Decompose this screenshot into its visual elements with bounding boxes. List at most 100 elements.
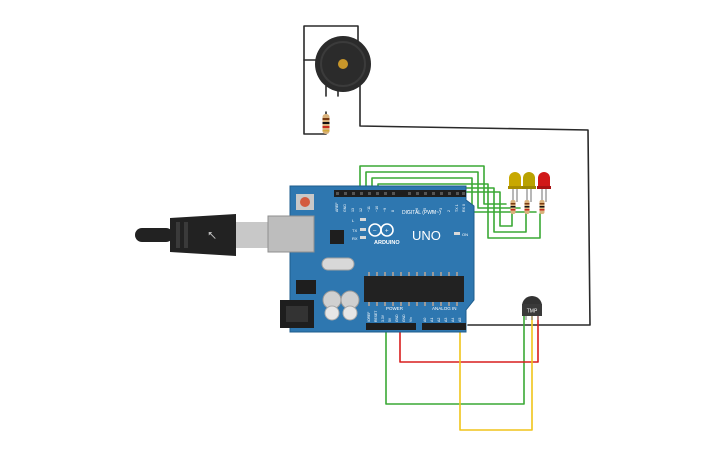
pin-label: A1 bbox=[430, 318, 434, 322]
wire-green-2[interactable] bbox=[365, 171, 521, 209]
led-bulb bbox=[538, 172, 550, 186]
wire-red-sensor[interactable] bbox=[399, 315, 539, 363]
digital-pin-holes bbox=[336, 192, 465, 195]
pin-label: 2 bbox=[447, 210, 451, 212]
pin-label: TX 1 bbox=[455, 204, 459, 212]
usb-chip bbox=[330, 230, 344, 244]
resistor-band bbox=[322, 122, 330, 124]
board-led bbox=[360, 228, 366, 231]
pin-label: ~10 bbox=[375, 206, 379, 212]
analog-header bbox=[422, 323, 466, 330]
led-rim bbox=[508, 186, 522, 189]
pin-label: 12 bbox=[359, 208, 363, 212]
regulator bbox=[296, 280, 316, 294]
wire-green-4[interactable] bbox=[377, 183, 541, 239]
board-brand: ARDUINO bbox=[374, 240, 400, 246]
pin-label: GND bbox=[395, 314, 399, 322]
pin-label: ~11 bbox=[367, 206, 371, 212]
pin-label: GND bbox=[343, 204, 347, 212]
pin-label: ~3 bbox=[439, 208, 443, 212]
pin-label: A4 bbox=[451, 318, 455, 322]
board-led bbox=[360, 218, 366, 221]
digital-header-label: DIGITAL (PWM~) bbox=[402, 210, 441, 216]
pin-label: ~9 bbox=[383, 208, 387, 212]
capacitor bbox=[342, 305, 358, 321]
wire-green-sensor[interactable] bbox=[385, 315, 525, 405]
pin-label: Vin bbox=[409, 317, 413, 322]
pin-label: AREF bbox=[335, 202, 339, 212]
pin-label: 4 bbox=[431, 210, 435, 212]
usb-socket bbox=[267, 215, 315, 253]
sensor-face bbox=[522, 304, 542, 316]
piezo-buzzer[interactable] bbox=[315, 36, 371, 92]
led-legs bbox=[512, 189, 518, 202]
main-chip bbox=[364, 276, 464, 302]
pin-label: A2 bbox=[437, 318, 441, 322]
analog-header-label: ANALOG IN bbox=[432, 306, 457, 311]
capacitor bbox=[324, 305, 340, 321]
pin-label: ~5 bbox=[423, 208, 427, 212]
pin-label: 5V bbox=[388, 317, 392, 322]
led-rim bbox=[522, 186, 536, 189]
led-red[interactable] bbox=[537, 172, 551, 202]
led-yellow[interactable] bbox=[508, 172, 522, 202]
pin-label: 13 bbox=[351, 208, 355, 212]
board-led-label: TX bbox=[352, 228, 357, 233]
power-pin-labels: IOREF RESET 3.3V 5V GND GND Vin bbox=[367, 311, 413, 322]
sensor-label: TMP bbox=[527, 309, 538, 315]
wire-yellow-sensor[interactable] bbox=[459, 315, 533, 431]
on-led bbox=[454, 232, 460, 235]
pin-label: 8 bbox=[391, 210, 395, 212]
pin-label: IOREF bbox=[367, 312, 371, 322]
usb-plug-metal bbox=[236, 222, 268, 248]
led-rim bbox=[537, 186, 551, 189]
piezo-rim bbox=[320, 41, 366, 87]
board-model: UNO bbox=[412, 228, 441, 243]
arduino-board[interactable]: AREF GND 13 12 ~11 ~10 ~9 8 7 ~6 ~5 4 ~3… bbox=[267, 185, 475, 333]
temp-sensor[interactable]: TMP bbox=[522, 296, 542, 320]
pin-label: 7 bbox=[407, 210, 411, 212]
led-amber[interactable] bbox=[522, 172, 536, 202]
usb-cable-strain bbox=[135, 228, 173, 242]
resistor-band bbox=[322, 130, 330, 132]
led-legs bbox=[541, 189, 547, 202]
board-led-label: RX bbox=[352, 236, 358, 241]
arduino-logo: – + bbox=[368, 223, 394, 237]
usb-plug-grip bbox=[184, 222, 188, 248]
resistor-led-2[interactable] bbox=[524, 200, 530, 214]
board-led-label: L bbox=[352, 218, 355, 223]
digital-pin-labels: AREF GND 13 12 ~11 ~10 ~9 8 7 ~6 ~5 4 ~3… bbox=[335, 202, 466, 212]
wire-piezo-gnd[interactable] bbox=[359, 83, 591, 326]
led-bulb bbox=[509, 172, 521, 186]
pin-label: ~6 bbox=[415, 208, 419, 212]
power-header bbox=[366, 323, 416, 330]
usb-cable[interactable]: ⭦ bbox=[135, 214, 268, 256]
wire-green-1[interactable] bbox=[359, 165, 507, 205]
svg-text:–: – bbox=[373, 228, 377, 234]
digital-header bbox=[334, 190, 466, 197]
pin-label: RESET bbox=[374, 311, 378, 322]
resistor-led-1[interactable] bbox=[510, 200, 516, 214]
chip-pins bbox=[368, 272, 458, 306]
on-label: ON bbox=[462, 232, 468, 237]
pin-label: A0 bbox=[423, 318, 427, 322]
analog-pin-labels: A0 A1 A2 A3 A4 A5 bbox=[423, 318, 462, 322]
pin-label: RX 0 bbox=[462, 204, 466, 212]
pin-label: 3.3V bbox=[381, 314, 385, 322]
resistor-led-3[interactable] bbox=[539, 200, 545, 214]
pin-label: A3 bbox=[444, 318, 448, 322]
pin-label: GND bbox=[402, 314, 406, 322]
resistor-band bbox=[322, 126, 330, 128]
resistor-piezo[interactable] bbox=[322, 114, 330, 134]
usb-symbol-icon: ⭦ bbox=[208, 229, 216, 244]
led-legs bbox=[526, 189, 532, 202]
pin-label: A5 bbox=[458, 318, 462, 322]
reset-button[interactable] bbox=[300, 197, 310, 207]
piezo-center bbox=[338, 59, 348, 69]
power-header-label: POWER bbox=[386, 306, 404, 311]
resistor-band bbox=[322, 118, 330, 120]
usb-plug-grip bbox=[176, 222, 180, 248]
svg-text:+: + bbox=[385, 229, 389, 235]
dc-jack-face bbox=[286, 306, 308, 322]
